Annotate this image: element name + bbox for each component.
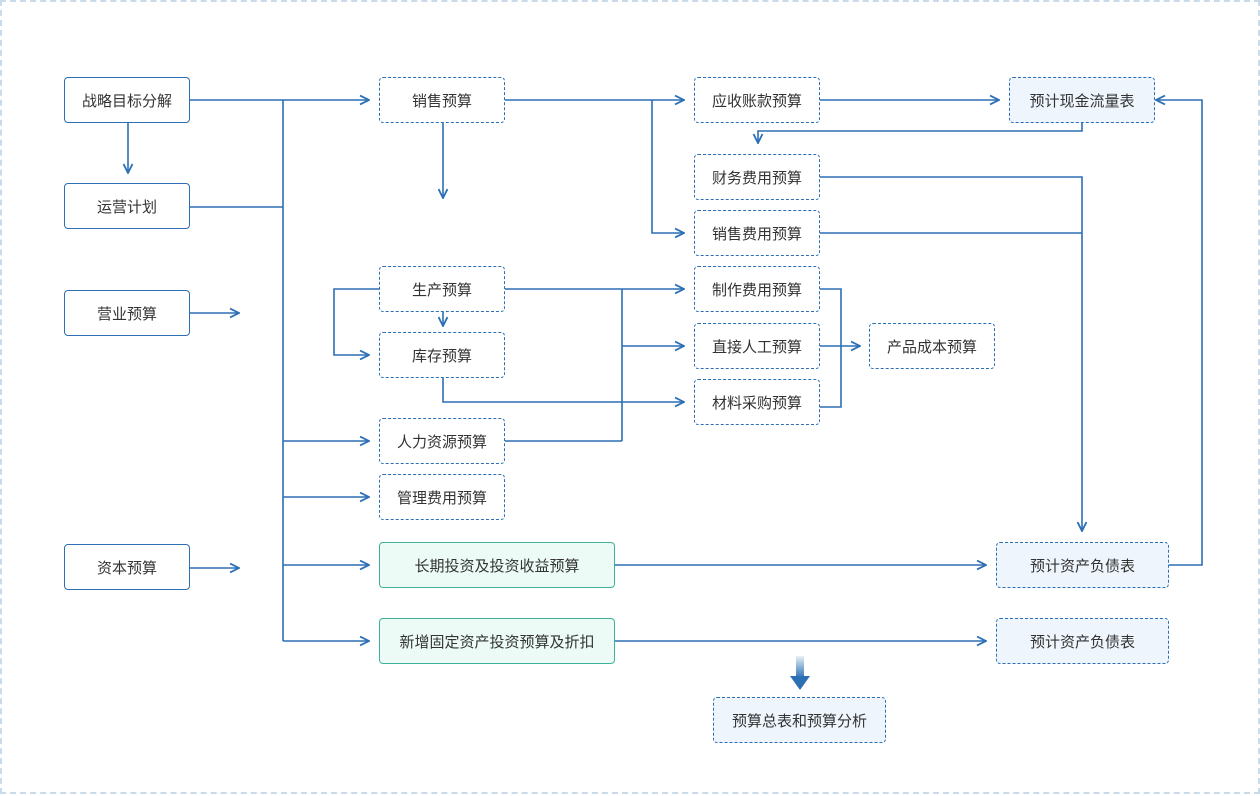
sales-expense-budget-node: 销售费用预算 [694,210,820,256]
inventory-budget-node: 库存预算 [379,332,505,378]
product-cost-budget-node: 产品成本预算 [869,323,995,369]
edge-production-to-inventory-loop [333,288,380,355]
edge-inventory-to-material [442,377,684,402]
cash-flow-statement-node: 预计现金流量表 [1009,77,1155,123]
business-budget-node: 营业预算 [64,290,190,336]
summary-node: 预算总表和预算分析 [713,697,886,743]
sales-budget-node: 销售预算 [379,77,505,123]
production-budget-node: 生产预算 [379,266,505,312]
hr-budget-node: 人力资源预算 [379,418,505,464]
balance-sheet-node-2: 预计资产负债表 [996,618,1169,664]
edge-cashflow-to-finance [758,123,1083,143]
summary-arrow-icon [790,656,810,690]
edge-balance-to-cashflow [1156,100,1203,566]
balance-sheet-node-1: 预计资产负债表 [996,542,1169,588]
receivable-budget-node: 应收账款预算 [694,77,820,123]
direct-labor-budget-node: 直接人工预算 [694,323,820,369]
long-term-invest-budget-node: 长期投资及投资收益预算 [379,542,615,588]
manufacturing-expense-budget-node: 制作费用预算 [694,266,820,312]
edge-cost-bracket [819,288,842,408]
edge-finance-to-balance [819,176,1082,531]
fixed-asset-budget-node: 新增固定资产投资预算及折扣 [379,618,615,664]
edge-sales-to-sales-expense [651,100,684,233]
capital-budget-node: 资本预算 [64,544,190,590]
material-purchase-budget-node: 材料采购预算 [694,379,820,425]
finance-expense-budget-node: 财务费用预算 [694,154,820,200]
ops-plan-node: 运营计划 [64,183,190,229]
admin-expense-budget-node: 管理费用预算 [379,474,505,520]
strategy-node: 战略目标分解 [64,77,190,123]
